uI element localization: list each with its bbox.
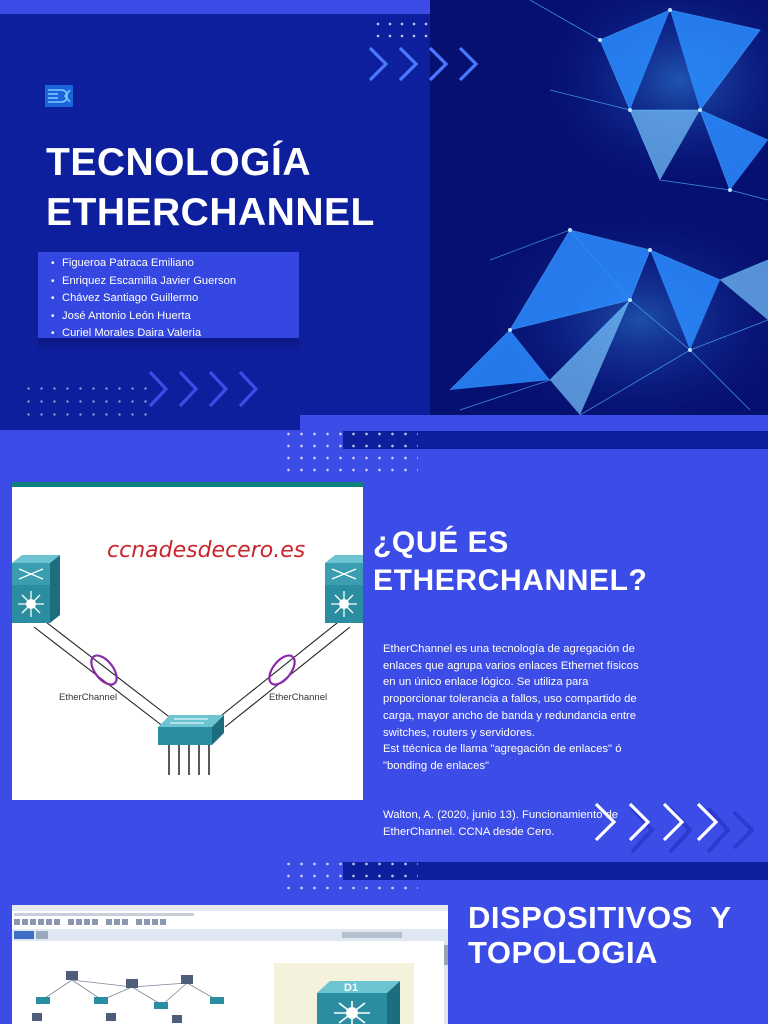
section-title-line-2: ETHERCHANNEL? bbox=[373, 564, 648, 597]
author-item: José Antonio León Huerta bbox=[51, 308, 299, 326]
authors-box: Figueroa Patraca Emiliano Enriquez Escam… bbox=[38, 252, 299, 340]
author-item: Enriquez Escamilla Javier Guerson bbox=[51, 273, 299, 291]
bundle-ring-left bbox=[90, 654, 118, 686]
logo-icon bbox=[45, 85, 73, 107]
devices-title-line-1: DISPOSITIVOS Y bbox=[468, 900, 732, 935]
device-d1-icon bbox=[317, 981, 400, 1024]
cover-bottom-strip bbox=[300, 415, 768, 430]
cover-section: TECNOLOGÍA ETHERCHANNEL Figueroa Patraca… bbox=[0, 0, 768, 430]
citation-text: Walton, A. (2020, junio 13). Funcionamie… bbox=[383, 809, 619, 838]
dot-pattern-section2 bbox=[282, 428, 418, 476]
accent-bar bbox=[343, 431, 768, 449]
section-title-line-1: ¿QUÉ ES bbox=[373, 526, 509, 559]
title-line-2: ETHERCHANNEL bbox=[46, 191, 375, 234]
diagram-site-text: ccnadesdecero.es bbox=[107, 538, 305, 563]
section-title-what-is: ¿QUÉ ES ETHERCHANNEL? bbox=[373, 524, 647, 600]
topology-screenshot: D1 bbox=[12, 905, 448, 1024]
bundle-ring-right bbox=[268, 654, 296, 686]
authors-box-shadow bbox=[38, 338, 299, 352]
chevrons-icon bbox=[368, 46, 479, 82]
title-line-1: TECNOLOGÍA bbox=[46, 141, 311, 184]
author-item: Figueroa Patraca Emiliano bbox=[51, 255, 299, 273]
definition-text: EtherChannel es una tecnología de agrega… bbox=[383, 641, 645, 775]
device-d1-label: D1 bbox=[344, 982, 358, 994]
accent-bar bbox=[343, 862, 768, 880]
dot-pattern-cover bbox=[22, 382, 152, 418]
authors-list: Figueroa Patraca Emiliano Enriquez Escam… bbox=[51, 255, 299, 343]
multilayer-switch-right-icon bbox=[325, 555, 363, 623]
dot-pattern-section3 bbox=[282, 858, 418, 894]
author-item: Curiel Morales Daira Valeria bbox=[51, 325, 299, 343]
packet-tracer-screenshot-graphic: D1 bbox=[12, 905, 448, 1024]
page-title: TECNOLOGÍA ETHERCHANNEL bbox=[46, 138, 375, 238]
chevrons-icon bbox=[148, 370, 259, 408]
top-accent-strip bbox=[0, 0, 440, 14]
access-switch-icon bbox=[158, 715, 224, 775]
etherchannel-label-right: EtherChannel bbox=[269, 692, 327, 703]
etherchannel-diagram: ccnadesdecero.es bbox=[12, 482, 363, 800]
devices-title-line-2: TOPOLOGIA bbox=[468, 935, 658, 970]
definition-paragraph: EtherChannel es una tecnología de agrega… bbox=[383, 643, 639, 739]
author-item: Chávez Santiago Guillermo bbox=[51, 290, 299, 308]
dot-pattern-top bbox=[372, 18, 432, 46]
definition-paragraph-alias: Est ttécnica de llama "agregación de enl… bbox=[383, 743, 622, 772]
etherchannel-label-left: EtherChannel bbox=[59, 692, 117, 703]
section-title-devices: DISPOSITIVOS Y TOPOLOGIA bbox=[468, 900, 732, 970]
diagram-graphic: ccnadesdecero.es bbox=[12, 538, 363, 775]
multilayer-switch-left-icon bbox=[12, 555, 60, 623]
chevrons-icon bbox=[594, 802, 754, 854]
network-graphic bbox=[430, 0, 768, 415]
